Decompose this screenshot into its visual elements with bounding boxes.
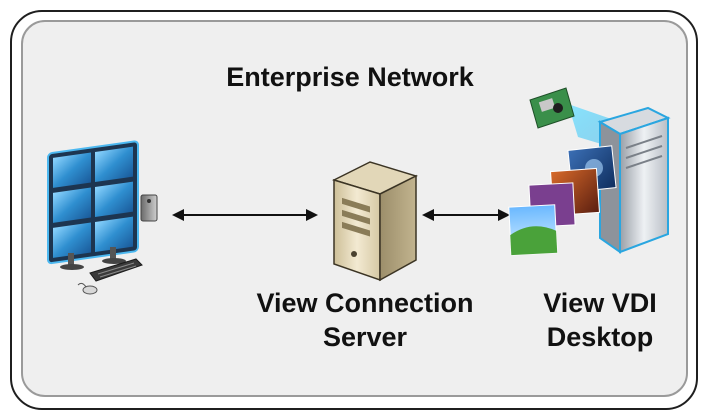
tower-server-icon (326, 152, 422, 284)
connection-server-label-line2: Server (322, 322, 408, 352)
vdi-host-icon (508, 82, 678, 272)
connection-server-label: View Connection Server (200, 286, 530, 354)
vdi-desktop-label: View VDI Desktop (510, 286, 690, 354)
connection-server-label-line1: View Connection (256, 288, 474, 318)
server-vdi-arrow (420, 205, 512, 225)
graphics-card-icon (529, 87, 575, 129)
vdi-desktop-label-line1: View VDI (543, 288, 657, 318)
vdi-desktop-label-line2: Desktop (546, 322, 654, 352)
client-workstation-icon (38, 135, 168, 300)
enterprise-network-title: Enterprise Network (226, 62, 474, 92)
client-server-arrow (170, 205, 320, 225)
